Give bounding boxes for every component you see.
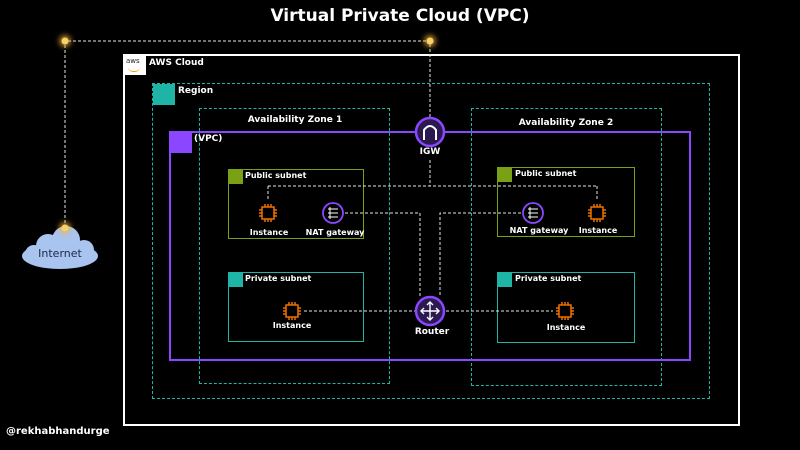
private-subnet-1-badge bbox=[229, 273, 243, 287]
availability-zone-1 bbox=[199, 108, 390, 384]
aws-cloud-label: AWS Cloud bbox=[149, 58, 204, 68]
internet-gateway-icon bbox=[414, 116, 446, 148]
nat-gateway-2-label: NAT gateway bbox=[509, 226, 569, 235]
aws-smile-icon bbox=[128, 67, 140, 72]
region-label: Region bbox=[178, 86, 214, 96]
router-label: Router bbox=[414, 327, 450, 337]
public-subnet-1 bbox=[228, 169, 364, 239]
wire-internet-to-top bbox=[64, 40, 431, 228]
glow-dot-top-left bbox=[61, 37, 69, 45]
vpc-label: (VPC) bbox=[194, 134, 223, 144]
nat-gateway-icon-2 bbox=[522, 202, 544, 224]
ec2-instance-chip-icon-private-1 bbox=[283, 302, 301, 320]
ec2-instance-chip-icon-public-2 bbox=[588, 204, 606, 222]
private-subnet-1-label: Private subnet bbox=[245, 274, 312, 283]
wire-nat1-to-router bbox=[345, 212, 421, 297]
private-instance-1-label: Instance bbox=[272, 321, 312, 330]
public-instance-2-label: Instance bbox=[578, 226, 618, 235]
availability-zone-1-label: Availability Zone 1 bbox=[247, 115, 343, 125]
private-subnet-2-badge bbox=[498, 273, 512, 287]
region-badge bbox=[153, 84, 175, 105]
public-subnet-2 bbox=[497, 167, 635, 237]
ec2-instance-chip-icon-private-2 bbox=[556, 302, 574, 320]
availability-zone-2-label: Availability Zone 2 bbox=[518, 118, 614, 128]
glow-dot-top-right bbox=[426, 37, 434, 45]
router-icon bbox=[414, 295, 446, 327]
public-instance-1-label: Instance bbox=[249, 228, 289, 237]
ec2-instance-chip-icon-public-1 bbox=[259, 204, 277, 222]
author-handle: @rekhabhandurge bbox=[6, 426, 110, 437]
nat-gateway-icon-1 bbox=[322, 202, 344, 224]
aws-logo-text: aws bbox=[126, 57, 140, 65]
private-instance-2-label: Instance bbox=[546, 323, 586, 332]
internet-cloud-icon bbox=[22, 226, 98, 269]
aws-cloud-boundary bbox=[123, 54, 740, 426]
private-subnet-1 bbox=[228, 272, 364, 342]
public-subnet-2-badge bbox=[498, 168, 512, 182]
region-boundary bbox=[152, 83, 710, 399]
vpc-badge bbox=[170, 132, 192, 153]
public-subnet-1-badge bbox=[229, 170, 243, 184]
private-subnet-2-label: Private subnet bbox=[515, 274, 582, 283]
private-subnet-2 bbox=[497, 272, 635, 343]
nat-gateway-1-label: NAT gateway bbox=[305, 228, 365, 237]
availability-zone-2 bbox=[471, 108, 662, 386]
diagram-title: Virtual Private Cloud (VPC) bbox=[270, 6, 530, 26]
public-subnet-1-label: Public subnet bbox=[245, 171, 307, 180]
internet-label: Internet bbox=[38, 247, 82, 260]
wire-nat2-to-router bbox=[439, 212, 521, 297]
public-subnet-2-label: Public subnet bbox=[515, 169, 577, 178]
aws-logo-badge: aws bbox=[124, 55, 146, 75]
igw-label: IGW bbox=[419, 147, 441, 157]
glow-dot-internet bbox=[61, 224, 69, 232]
